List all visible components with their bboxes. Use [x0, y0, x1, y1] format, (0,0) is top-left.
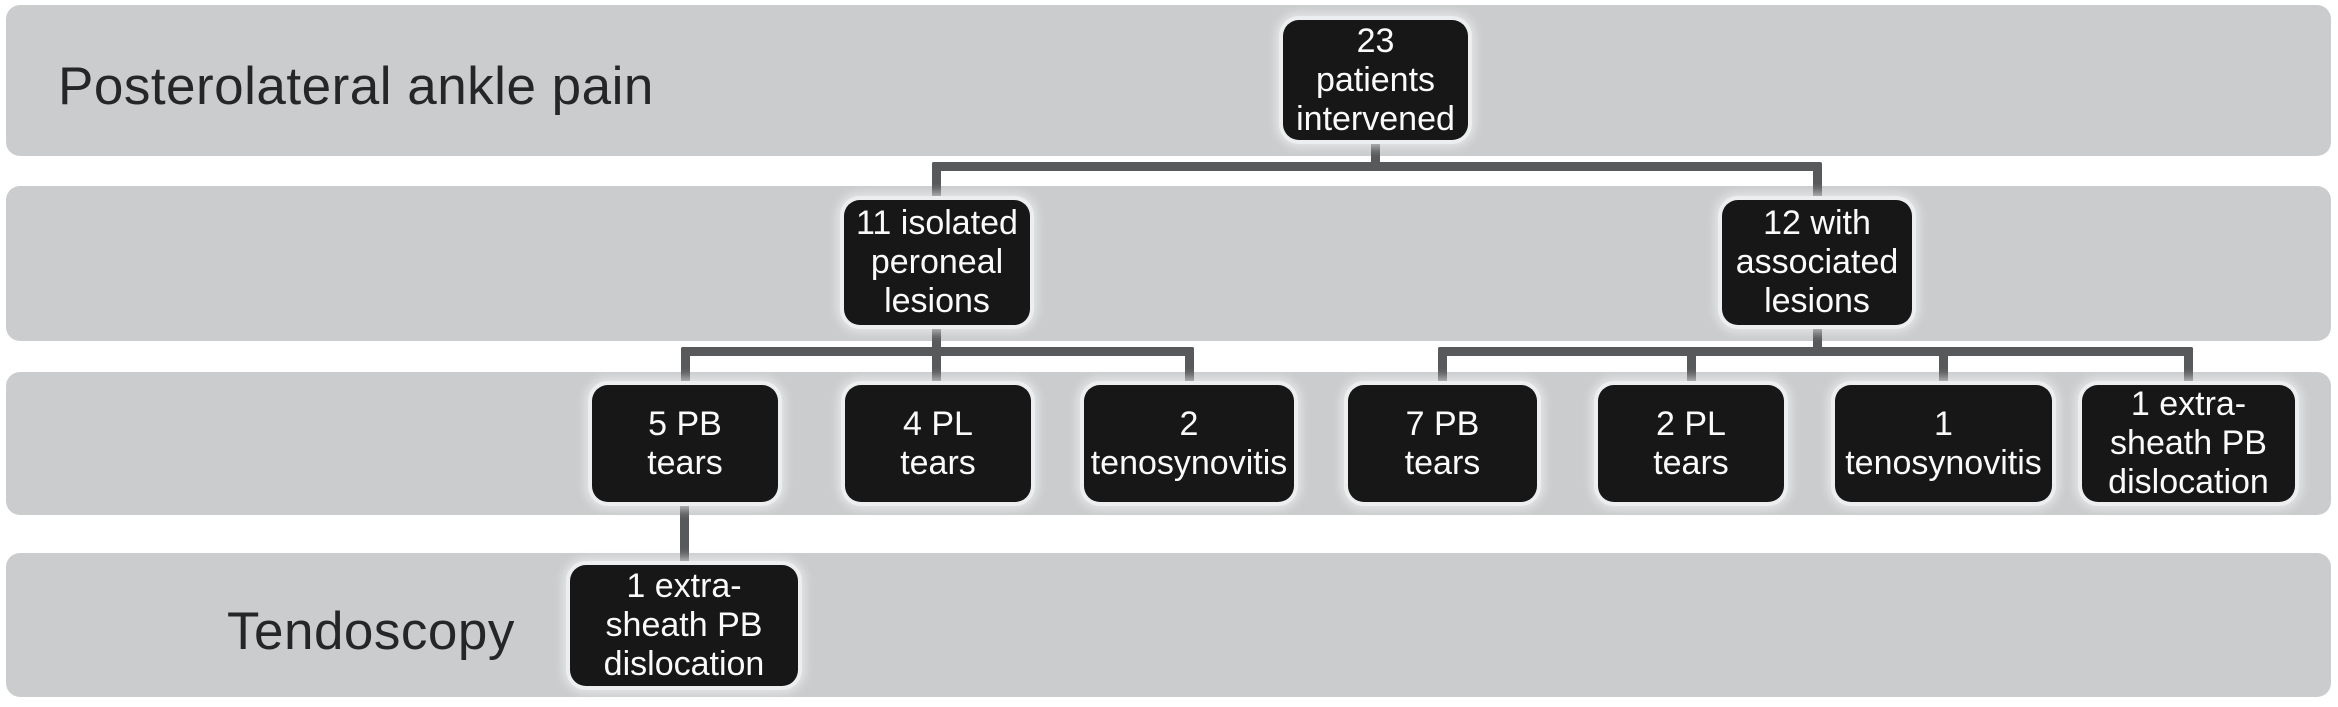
node-1-extra-sheath-pb-dislocation: 1 extra- sheath PB dislocation: [2082, 385, 2295, 502]
connector-to-2-pl-tears: [1687, 347, 1696, 385]
connector-to-extra-sheath-dislocation: [2184, 347, 2193, 385]
connector-rail-isolated-children: [681, 347, 1194, 356]
band-lesion-groups: [6, 186, 2331, 341]
connector-to-isolated: [932, 162, 941, 200]
connector-to-1-tenosynovitis: [1939, 347, 1948, 385]
connector-rail-associated-children: [1438, 347, 2193, 356]
connector-to-tendoscopy-dislocation: [680, 502, 689, 565]
band-label-tendoscopy: Tendoscopy: [227, 601, 515, 661]
node-5-pb-tears: 5 PB tears: [592, 385, 778, 502]
node-11-isolated-peroneal-lesions: 11 isolated peroneal lesions: [844, 200, 1030, 325]
connector-associated-down: [1813, 325, 1822, 356]
node-2-tenosynovitis: 2 tenosynovitis: [1084, 385, 1294, 502]
band-posterolateral-ankle-pain: Posterolateral ankle pain: [6, 5, 2331, 156]
node-tendoscopy-1-extra-sheath-pb-dislocation: 1 extra- sheath PB dislocation: [570, 565, 798, 686]
connector-to-7-pb-tears: [1438, 347, 1447, 385]
node-4-pl-tears: 4 PL tears: [845, 385, 1031, 502]
node-2-pl-tears: 2 PL tears: [1598, 385, 1784, 502]
band-tendoscopy: Tendoscopy: [6, 553, 2331, 697]
node-23-patients-intervened: 23 patients intervened: [1283, 20, 1468, 140]
connector-to-associated: [1813, 162, 1822, 200]
node-1-tenosynovitis: 1 tenosynovitis: [1835, 385, 2052, 502]
connector-root-down: [1371, 140, 1380, 171]
connector-rail-level1: [932, 162, 1821, 171]
connector-to-2-tenosynovitis: [1185, 347, 1194, 385]
node-12-with-associated-lesions: 12 with associated lesions: [1722, 200, 1912, 325]
node-7-pb-tears: 7 PB tears: [1348, 385, 1537, 502]
band-label-posterolateral-ankle-pain: Posterolateral ankle pain: [58, 57, 654, 116]
connector-to-5-pb-tears: [681, 347, 690, 385]
